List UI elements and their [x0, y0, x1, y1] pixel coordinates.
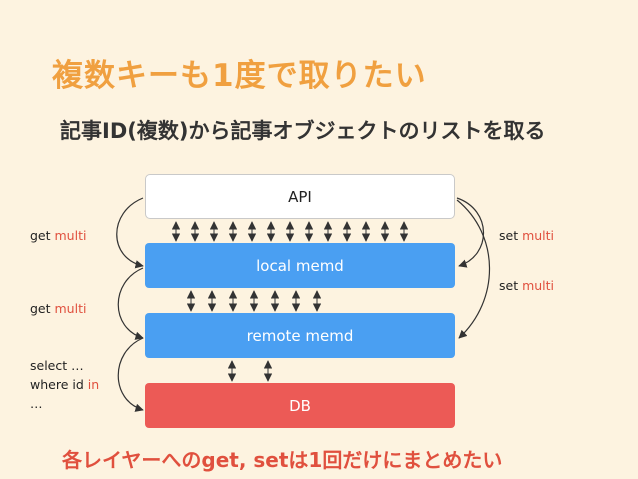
api-layer: API [145, 174, 455, 219]
db-layer-label: DB [289, 396, 311, 415]
remote-db-arrows [227, 360, 273, 382]
remote-memd-label: remote memd [246, 326, 354, 345]
slide-subtitle: 記事ID(複数)から記事オブジェクトのリストを取る [60, 119, 546, 143]
get-multi-label-1: get multi [30, 228, 87, 243]
flow-curves [116, 197, 491, 412]
api-local-arrows [171, 221, 409, 242]
local-memd-label: local memd [256, 256, 344, 275]
get-multi-label-2: get multi [30, 301, 87, 316]
slide-title: 複数キーも1度で取りたい [52, 58, 427, 94]
slide-footer: 各レイヤーへのget, setは1回だけにまとめたい [62, 448, 503, 472]
api-layer-label: API [288, 187, 312, 206]
local-remote-arrows [186, 290, 322, 312]
set-multi-label-2: set multi [499, 278, 555, 293]
sql-query-label: select … where id in … [30, 358, 100, 411]
remote-memd-layer: remote memd [145, 313, 455, 358]
set-multi-label-1: set multi [499, 228, 555, 243]
local-memd-layer: local memd [145, 243, 455, 288]
db-layer: DB [145, 383, 455, 428]
